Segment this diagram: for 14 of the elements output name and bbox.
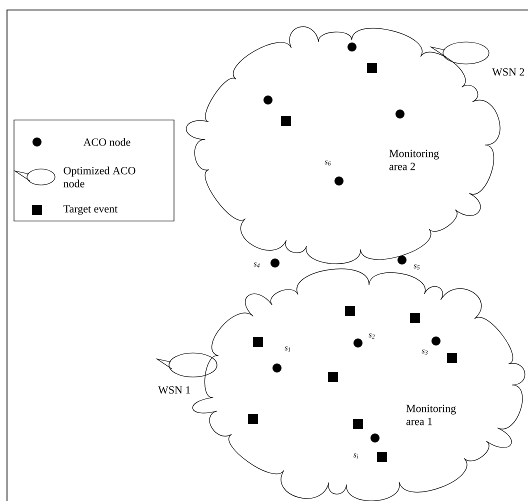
legend-text: Target event: [64, 205, 118, 215]
network-label: WSN 2: [492, 68, 524, 76]
sensor-ellipse: [430, 42, 490, 64]
sensor-ellipse: [156, 352, 218, 378]
sensor-label: s$_{4}$: [254, 262, 260, 268]
sensor-label: s$_{6}$: [324, 160, 331, 166]
sensor-label: s$_{3}$: [422, 349, 428, 355]
legend-text: Optimized ACO node: [64, 166, 136, 188]
network-label: WSN 1: [158, 386, 190, 394]
sensor-label: s$_{5}$: [414, 264, 420, 270]
sensor-label: s$_{2}$: [368, 334, 375, 338]
sensor-label: s$_{i}$: [353, 454, 358, 458]
sensor-label: s$_{1}$: [284, 346, 290, 352]
legend-text: ACO node: [83, 138, 130, 146]
